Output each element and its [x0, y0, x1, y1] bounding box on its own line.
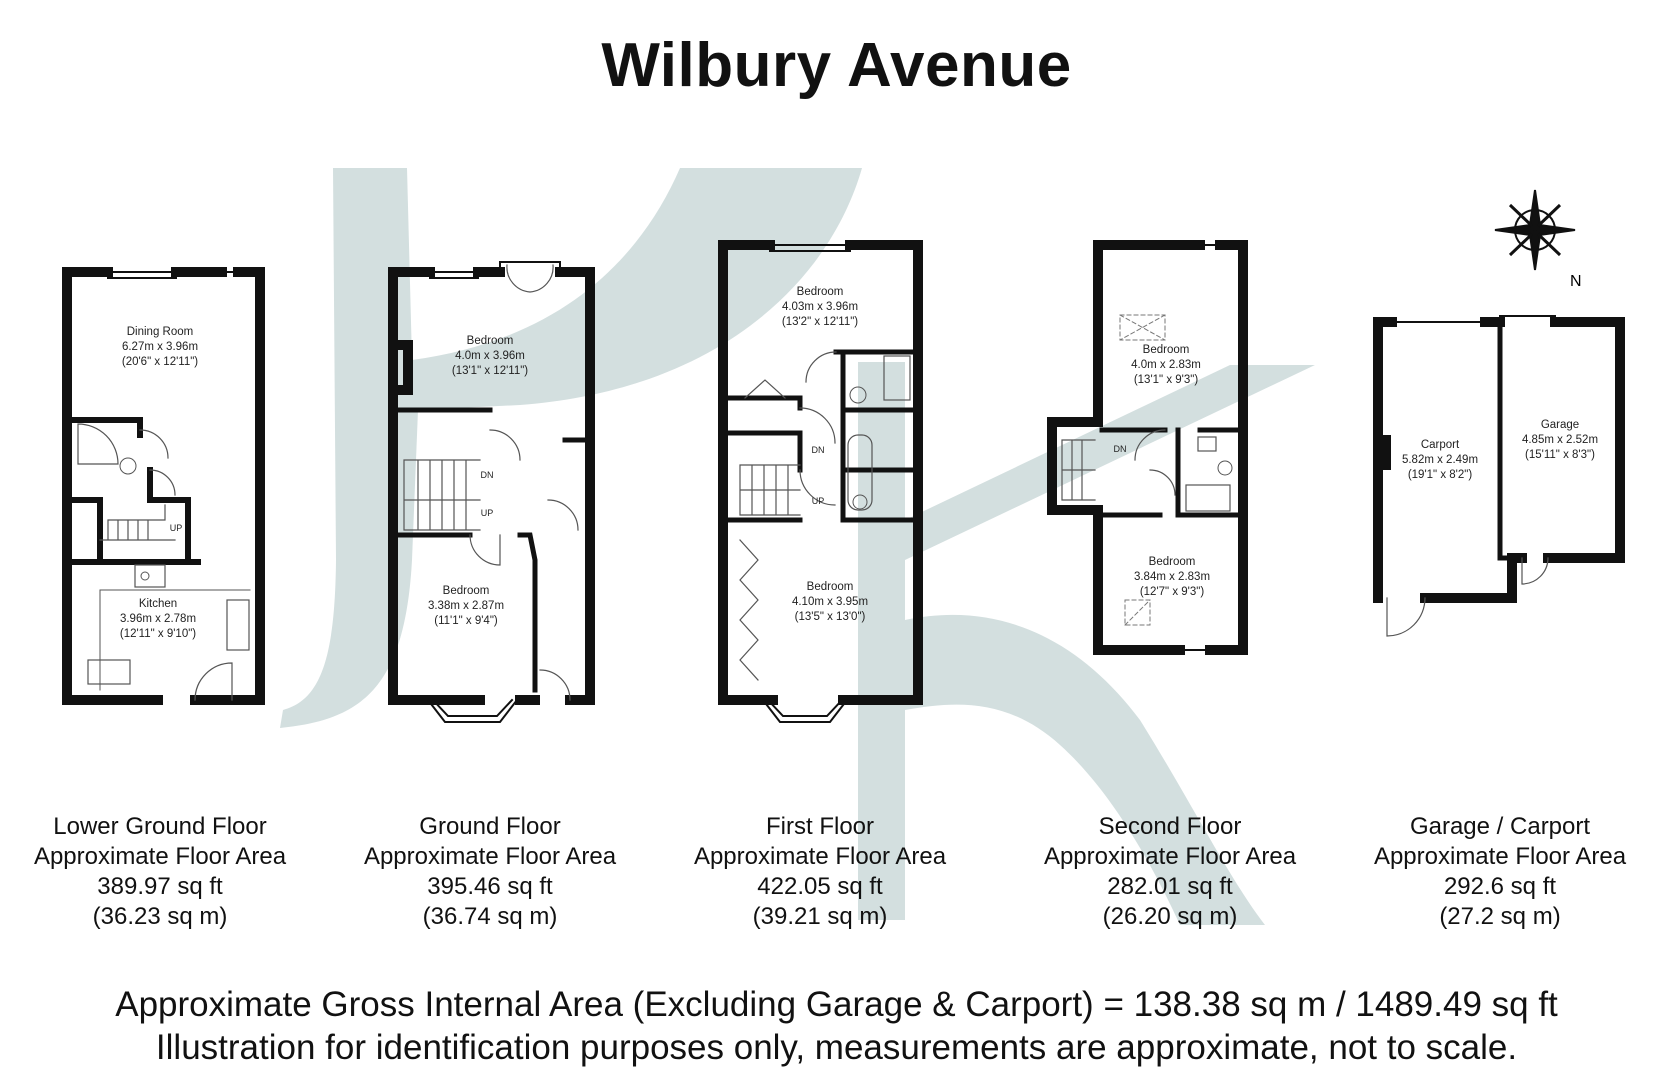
room-name: Carport: [1421, 439, 1460, 451]
room-metric: 4.10m x 3.95m: [792, 596, 868, 608]
room-imperial: (19'1" x 8'2"): [1408, 469, 1473, 481]
floor-caption-garage-carport: Garage / Carport Approximate Floor Area …: [1350, 812, 1650, 932]
stair-dn-label: DN: [481, 470, 494, 480]
room-name: Bedroom: [1149, 556, 1196, 568]
room-name: Bedroom: [1143, 344, 1190, 356]
room-name: Garage: [1541, 419, 1579, 431]
lower-ground-room-labels: Dining Room 6.27m x 3.96m (20'6" x 12'11…: [120, 326, 198, 640]
floor-name: Lower Ground Floor: [53, 813, 267, 840]
room-name: Bedroom: [797, 286, 844, 298]
lower-ground-floor-plan: [62, 267, 265, 705]
floor-caption-ground: Ground Floor Approximate Floor Area 395.…: [340, 812, 640, 932]
room-metric: 4.03m x 3.96m: [782, 301, 858, 313]
floor-name: Second Floor: [1098, 813, 1242, 840]
room-imperial: (15'11" x 8'3"): [1525, 449, 1595, 461]
room-metric: 4.0m x 3.96m: [455, 350, 525, 362]
stair-up-label: UP: [812, 496, 825, 506]
room-metric: 3.96m x 2.78m: [120, 613, 196, 625]
floor-area-sqm: (26.20 sq m): [1102, 903, 1238, 930]
floor-area-sqft: 282.01 sq ft: [1107, 873, 1233, 900]
room-metric: 3.38m x 2.87m: [428, 600, 504, 612]
room-imperial: (11'1" x 9'4"): [434, 615, 498, 627]
room-metric: 5.82m x 2.49m: [1402, 454, 1478, 466]
room-imperial: (13'1" x 12'11"): [452, 365, 528, 377]
room-metric: 3.84m x 2.83m: [1134, 571, 1210, 583]
stair-up-label: UP: [170, 523, 183, 533]
page-title: Wilbury Avenue: [601, 31, 1072, 100]
compass-north-label: N: [1570, 273, 1582, 290]
room-imperial: (12'7" x 9'3"): [1140, 586, 1205, 598]
disclaimer: Illustration for identification purposes…: [155, 1028, 1518, 1067]
garage-room-labels: Carport 5.82m x 2.49m (19'1" x 8'2") Gar…: [1402, 419, 1598, 481]
floor-area-label: Approximate Floor Area: [33, 843, 287, 870]
floor-area-label: Approximate Floor Area: [1043, 843, 1297, 870]
floor-area-sqm: (27.2 sq m): [1439, 903, 1561, 930]
floor-caption-first: First Floor Approximate Floor Area 422.0…: [670, 812, 970, 932]
room-imperial: (13'5" x 13'0"): [795, 611, 866, 623]
room-metric: 4.85m x 2.52m: [1522, 434, 1598, 446]
room-imperial: (13'2" x 12'11"): [782, 316, 858, 328]
floor-name: First Floor: [766, 813, 874, 840]
ground-room-labels: Bedroom 4.0m x 3.96m (13'1" x 12'11") Be…: [428, 335, 528, 627]
floor-caption-lower-ground: Lower Ground Floor Approximate Floor Are…: [10, 812, 310, 932]
second-room-labels: Bedroom 4.0m x 2.83m (13'1" x 9'3") Bedr…: [1114, 344, 1211, 598]
room-imperial: (12'11" x 9'10"): [120, 628, 196, 640]
hk-watermark-logo: [280, 168, 1315, 925]
first-room-labels: Bedroom 4.03m x 3.96m (13'2" x 12'11") B…: [782, 286, 868, 623]
second-floor-plan: [1047, 240, 1248, 655]
room-name: Bedroom: [807, 581, 854, 593]
room-name: Kitchen: [139, 598, 177, 610]
floor-area-sqm: (39.21 sq m): [752, 903, 888, 930]
stair-dn-label: DN: [812, 445, 825, 455]
floor-name: Garage / Carport: [1409, 813, 1591, 840]
floor-caption-second: Second Floor Approximate Floor Area 282.…: [1020, 812, 1320, 932]
gross-internal-area: Approximate Gross Internal Area (Excludi…: [115, 985, 1558, 1024]
floor-area-label: Approximate Floor Area: [363, 843, 617, 870]
room-metric: 6.27m x 3.96m: [122, 341, 198, 353]
floor-area-sqm: (36.74 sq m): [422, 903, 558, 930]
floor-area-sqft: 292.6 sq ft: [1443, 873, 1557, 900]
ground-floor-plan: [388, 261, 595, 723]
room-name: Bedroom: [467, 335, 514, 347]
stair-up-label: UP: [481, 508, 494, 518]
first-floor-plan: [718, 240, 923, 723]
room-imperial: (20'6" x 12'11"): [122, 356, 198, 368]
stair-dn-label: DN: [1114, 444, 1127, 454]
floor-area-sqm: (36.23 sq m): [92, 903, 228, 930]
floor-name: Ground Floor: [419, 813, 561, 840]
room-name: Bedroom: [443, 585, 490, 597]
floor-area-sqft: 395.46 sq ft: [427, 873, 553, 900]
floor-area-label: Approximate Floor Area: [1373, 843, 1627, 870]
floor-area-sqft: 422.05 sq ft: [757, 873, 883, 900]
room-imperial: (13'1" x 9'3"): [1134, 374, 1199, 386]
room-name: Dining Room: [127, 326, 193, 338]
garage-carport-plan: [1373, 315, 1625, 637]
floor-area-label: Approximate Floor Area: [693, 843, 947, 870]
compass-rose-icon: [1494, 189, 1576, 271]
floor-area-sqft: 389.97 sq ft: [97, 873, 223, 900]
room-metric: 4.0m x 2.83m: [1131, 359, 1201, 371]
